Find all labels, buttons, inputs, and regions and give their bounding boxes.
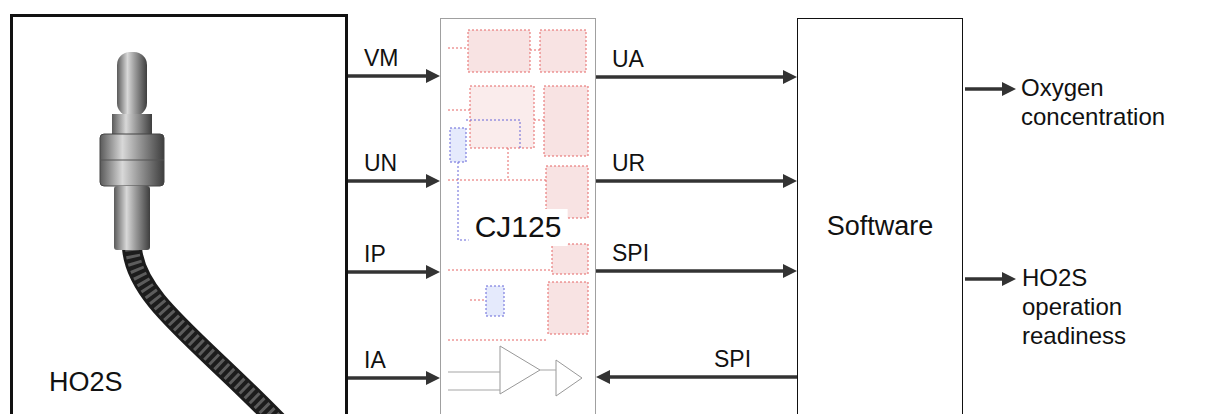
signal-arrow xyxy=(610,375,797,379)
signal-arrow xyxy=(596,269,783,273)
schematic-block xyxy=(470,86,534,148)
output-arrow xyxy=(965,87,1002,91)
schematic-block xyxy=(486,286,504,316)
sensor-hex-nut xyxy=(100,134,164,186)
schematic-block xyxy=(552,244,588,274)
sensor-box: HO2S xyxy=(10,14,348,414)
sensor-neck xyxy=(112,114,152,136)
signal-arrow xyxy=(596,179,783,183)
node-label: Software xyxy=(827,211,934,242)
output-arrows xyxy=(965,89,1002,279)
schematic-wire xyxy=(448,48,552,340)
signal-name: IP xyxy=(362,242,388,267)
sensor-sleeve xyxy=(114,186,150,250)
chip-schematic xyxy=(448,30,588,396)
output-arrow xyxy=(965,277,1002,281)
signal-name: UN xyxy=(362,151,399,176)
schematic-block xyxy=(450,128,466,162)
signal-arrow xyxy=(348,179,426,183)
schematic-block xyxy=(468,30,530,72)
signal-name: IA xyxy=(362,348,388,373)
signal-name: SPI xyxy=(610,241,651,266)
sensor-tip xyxy=(117,52,147,116)
node-label: CJ125 xyxy=(469,209,568,246)
schematic-wire xyxy=(448,240,556,390)
signal-arrow xyxy=(348,376,426,380)
cable-braid xyxy=(132,248,286,414)
signal-name: VM xyxy=(362,46,401,71)
schematic-block xyxy=(540,30,586,72)
output-label: Oxygen concentration xyxy=(1021,74,1213,132)
output-label: HO2S operation readiness xyxy=(1022,264,1172,350)
signal-arrow xyxy=(348,74,426,78)
schematic-block xyxy=(544,86,588,156)
schematic-block xyxy=(548,282,588,334)
signal-arrow xyxy=(348,270,426,274)
software-box: Software xyxy=(797,18,963,414)
nut-edge xyxy=(100,160,164,161)
node-label: HO2S xyxy=(49,367,123,398)
chip-box: CJ125 xyxy=(440,18,596,414)
sensor-picture xyxy=(100,52,286,414)
sensor-cable xyxy=(132,248,286,414)
signal-arrow xyxy=(596,75,783,79)
signal-name: UR xyxy=(610,151,647,176)
signal-name: UA xyxy=(610,47,646,72)
schematic-amplifier xyxy=(500,346,582,396)
signal-name: SPI xyxy=(712,347,753,372)
